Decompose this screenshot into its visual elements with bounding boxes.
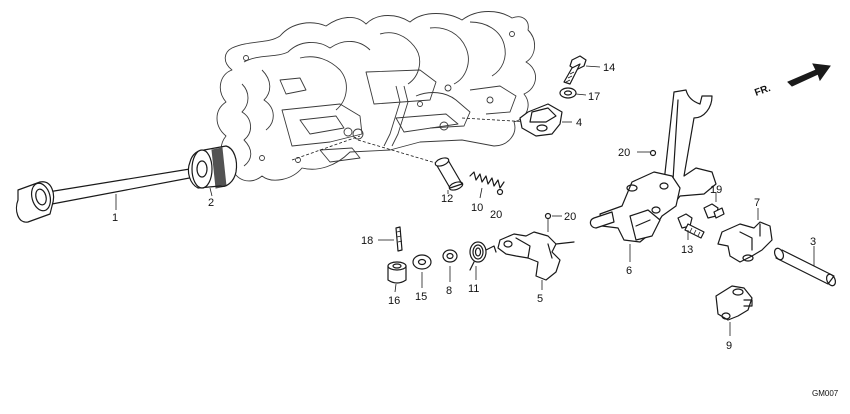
shift-rod-part <box>15 166 203 223</box>
spring-part <box>469 171 505 199</box>
label-part-9: 9 <box>726 340 732 352</box>
diagram-code: GM007 <box>812 389 839 398</box>
label-part-7: 7 <box>754 197 760 209</box>
label-part-20a: 20 <box>490 209 502 221</box>
label-part-16: 16 <box>388 295 400 307</box>
label-part-4: 4 <box>576 117 582 129</box>
alignment-lines <box>291 117 531 167</box>
label-part-20b: 20 <box>564 211 576 223</box>
shift-piece-7-part <box>717 208 773 263</box>
transmission-case <box>216 11 536 182</box>
ball-part-2 <box>544 212 562 232</box>
label-part-11: 11 <box>468 283 479 295</box>
washer-17-part <box>559 87 587 99</box>
label-part-3: 3 <box>810 236 816 248</box>
label-part-17: 17 <box>588 91 600 103</box>
label-part-1: 1 <box>112 212 118 224</box>
shaft-3-part <box>773 246 837 287</box>
shift-piece-9-part <box>715 285 753 336</box>
bracket-4-part <box>519 103 572 137</box>
label-part-8: 8 <box>446 285 452 297</box>
label-part-5: 5 <box>537 293 543 305</box>
shift-arm-5-part <box>497 231 575 290</box>
label-part-18: 18 <box>361 235 373 247</box>
ball-part <box>496 188 504 196</box>
label-part-6: 6 <box>626 265 632 277</box>
part-labels: 1 2 3 4 5 6 7 8 9 10 11 12 13 14 15 16 1… <box>112 62 816 352</box>
front-label: FR. <box>753 83 772 99</box>
ball-part-3 <box>637 149 657 157</box>
collar-part <box>434 157 464 194</box>
collar-16-part <box>387 261 407 293</box>
label-part-10: 10 <box>471 202 483 214</box>
washer-8-part <box>442 249 458 282</box>
label-part-12: 12 <box>441 193 453 205</box>
pin-18-part <box>378 226 403 252</box>
shift-lever-6-part <box>589 89 717 262</box>
front-direction-indicator: FR. <box>753 63 831 99</box>
bolt-19-part <box>703 192 725 219</box>
label-part-14: 14 <box>603 62 615 74</box>
bolt-14-part <box>563 55 601 85</box>
coil-spring-11-part <box>469 241 497 280</box>
label-part-15: 15 <box>415 291 427 303</box>
label-part-19: 19 <box>710 184 722 196</box>
bolt-13-part <box>677 213 705 240</box>
label-part-2: 2 <box>208 197 214 209</box>
washer-15-part <box>412 254 432 288</box>
label-part-13: 13 <box>681 244 693 256</box>
label-part-20c: 20 <box>618 147 630 159</box>
bushing-part <box>187 145 238 197</box>
